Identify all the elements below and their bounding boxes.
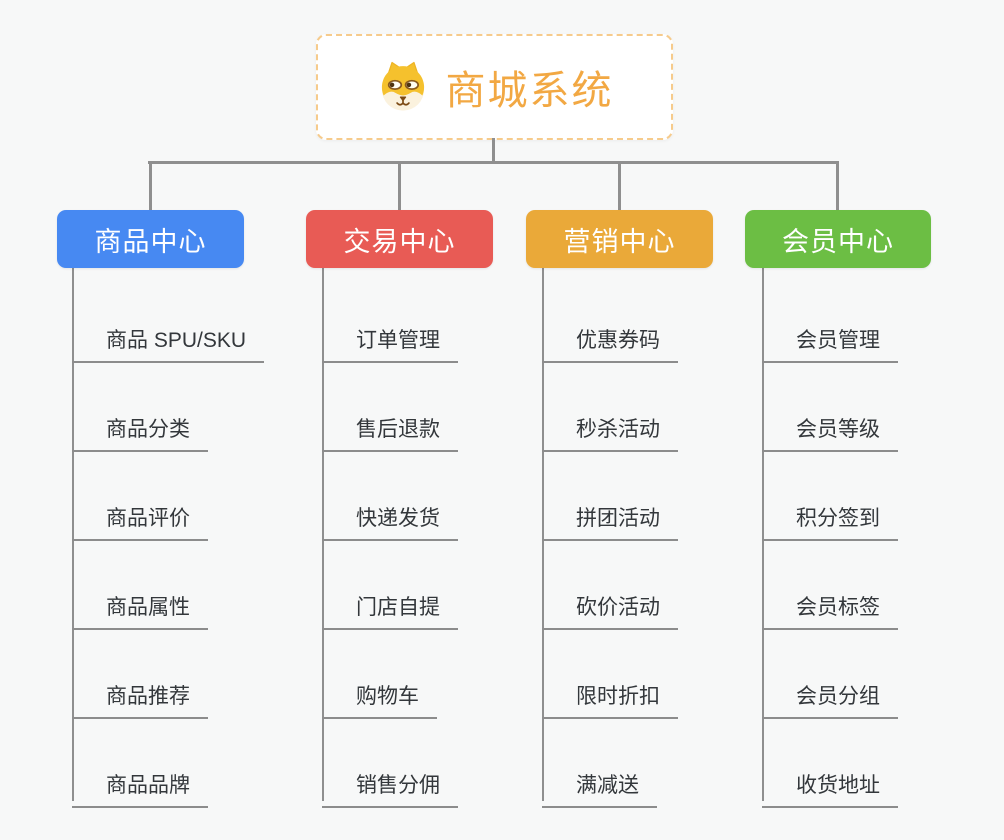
branch-header-product-center[interactable]: 商品中心 [57,210,244,268]
topic-item[interactable]: 商品推荐 [72,664,208,719]
topic-item[interactable]: 快递发货 [322,486,458,541]
topic-item[interactable]: 收货地址 [762,753,898,808]
topic-item[interactable]: 秒杀活动 [542,397,678,452]
connector-stub-trade-center [398,161,401,210]
branch-header-marketing-center[interactable]: 营销中心 [526,210,713,268]
branch-header-member-center[interactable]: 会员中心 [745,210,931,268]
topic-item[interactable]: 购物车 [322,664,437,719]
root-node[interactable]: 商城系统 [316,34,673,140]
topic-item[interactable]: 限时折扣 [542,664,678,719]
topic-item[interactable]: 会员标签 [762,575,898,630]
connector-root-stub [492,138,495,163]
branch-header-trade-center[interactable]: 交易中心 [306,210,493,268]
branch-line-member-center [762,268,764,801]
topic-item[interactable]: 拼团活动 [542,486,678,541]
topic-item[interactable]: 积分签到 [762,486,898,541]
topic-item[interactable]: 销售分佣 [322,753,458,808]
topic-item[interactable]: 会员分组 [762,664,898,719]
topic-item[interactable]: 订单管理 [322,308,458,363]
root-title: 商城系统 [445,69,614,113]
topic-item[interactable]: 优惠券码 [542,308,678,363]
dog-face-icon [376,60,430,114]
connector-stub-product-center [149,161,152,210]
connector-stub-member-center [836,161,839,210]
topic-item[interactable]: 满减送 [542,753,657,808]
topic-item[interactable]: 商品分类 [72,397,208,452]
connector-stub-marketing-center [618,161,621,210]
topic-item[interactable]: 会员等级 [762,397,898,452]
topic-item[interactable]: 会员管理 [762,308,898,363]
branch-line-trade-center [322,268,324,801]
connector-rail [148,161,839,164]
branch-line-marketing-center [542,268,544,801]
topic-item[interactable]: 商品属性 [72,575,208,630]
branch-line-product-center [72,268,74,801]
topic-item[interactable]: 商品品牌 [72,753,208,808]
topic-item[interactable]: 砍价活动 [542,575,678,630]
topic-item[interactable]: 商品 SPU/SKU [72,308,265,363]
topic-item[interactable]: 售后退款 [322,397,458,452]
topic-item[interactable]: 商品评价 [72,486,208,541]
topic-item[interactable]: 门店自提 [322,575,458,630]
